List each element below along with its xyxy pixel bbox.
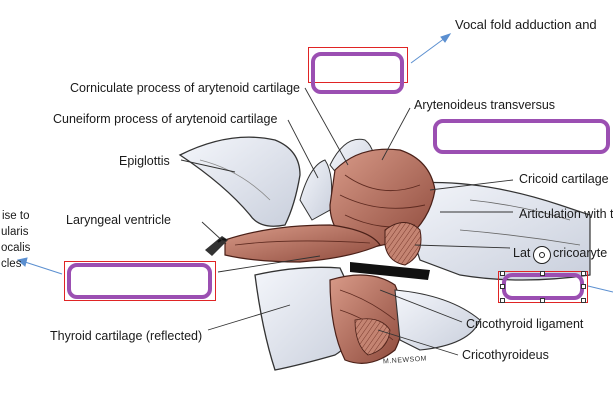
- answer-box-left[interactable]: [67, 263, 212, 299]
- selection-handle[interactable]: [581, 271, 586, 276]
- label-vocal-fold: Vocal fold adduction and: [455, 17, 597, 32]
- label-cricothyroideus: Cricothyroideus: [462, 348, 549, 362]
- label-ventricle: Laryngeal ventricle: [66, 213, 171, 227]
- label-articulation: Articulation with t: [519, 207, 613, 221]
- label-thyroid: Thyroid cartilage (reflected): [50, 329, 203, 343]
- label-corniculate: Corniculate process of arytenoid cartila…: [70, 81, 300, 95]
- label-cuneiform: Cuneiform process of arytenoid cartilage: [53, 112, 278, 126]
- red-frame-left: [64, 261, 216, 301]
- selection-handle[interactable]: [540, 271, 545, 276]
- label-cricothyroid-ligament: Cricothyroid ligament: [466, 317, 584, 331]
- selection-handle[interactable]: [540, 298, 545, 303]
- side-note-line4: cles: [1, 258, 22, 270]
- label-lateral-crico-left: Lat: [513, 246, 531, 260]
- leader-lines: [180, 87, 514, 356]
- lateral-cricoarytenoid-shape: [384, 222, 422, 266]
- side-note-line2: ularis: [1, 226, 29, 238]
- label-epiglottis: Epiglottis: [119, 154, 170, 168]
- vocal-fold-shape: [224, 224, 381, 263]
- answer-box-right-selected[interactable]: [502, 273, 584, 300]
- rima-slit: [350, 262, 430, 280]
- answer-box-top[interactable]: [311, 52, 404, 94]
- answer-box-upper-right[interactable]: [433, 119, 610, 154]
- selection-handle[interactable]: [581, 298, 586, 303]
- red-frame-top: [308, 47, 408, 83]
- blue-arrows: [16, 33, 613, 293]
- epiglottis-shape: [178, 136, 301, 227]
- side-note-line3: ocalis: [1, 242, 31, 254]
- selection-handle[interactable]: [581, 284, 586, 289]
- label-arytenoideus: Arytenoideus transversus: [414, 98, 556, 112]
- cricoid-ring-lower: [394, 289, 481, 351]
- selection-handle[interactable]: [500, 271, 505, 276]
- side-note-line1: ise to: [2, 210, 30, 222]
- label-lateral-crico-right: cricoaryte: [553, 246, 608, 260]
- label-cricoid: Cricoid cartilage: [519, 172, 609, 186]
- selection-handle[interactable]: [500, 284, 505, 289]
- cricothyroideus-hatch: [354, 318, 391, 356]
- rotate-handle-icon[interactable]: [533, 246, 551, 264]
- cuneiform-shape: [299, 159, 333, 221]
- selection-handle[interactable]: [500, 298, 505, 303]
